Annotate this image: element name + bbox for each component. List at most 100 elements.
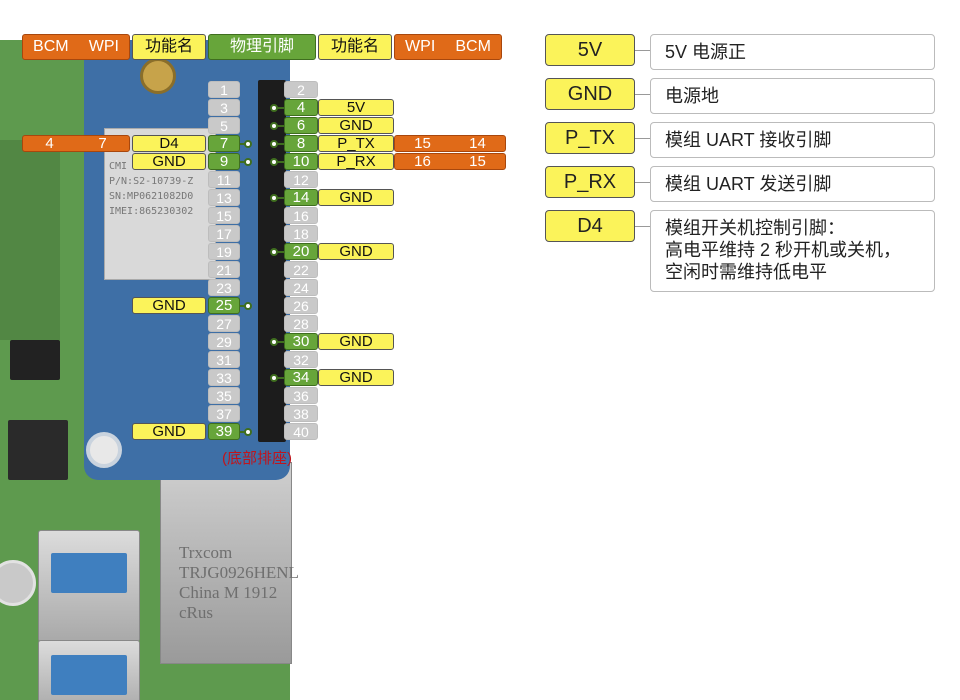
pin-connector-line: [276, 341, 284, 343]
legend-connector: [635, 226, 650, 227]
bcm-number: 14: [469, 134, 486, 152]
pin-dot: [244, 158, 252, 166]
header-bcm-wpi-left: BCM WPI: [22, 34, 130, 60]
bcm-number: 15: [469, 152, 486, 170]
pin-10-function: P_RX: [318, 153, 394, 170]
pin-11: 11: [208, 171, 240, 188]
legend-key-gnd: GND: [545, 78, 635, 110]
pin-33: 33: [208, 369, 240, 386]
legend-key-p-tx: P_TX: [545, 122, 635, 154]
pin-16: 16: [284, 207, 318, 224]
pin-12: 12: [284, 171, 318, 188]
header-wpi-bcm-right: WPI BCM: [394, 34, 502, 60]
pin-3: 3: [208, 99, 240, 116]
pin-40: 40: [284, 423, 318, 440]
header-func-right: 功能名: [318, 34, 392, 60]
pin-connector-line: [240, 143, 246, 145]
pin-35: 35: [208, 387, 240, 404]
bottom-connector-note: (底部排座): [222, 450, 292, 467]
pin-dot: [244, 302, 252, 310]
header-phys-pin: 物理引脚: [208, 34, 316, 60]
ethernet-port-image: Trxcom TRJG0926HENL China M 1912 cRus: [160, 462, 299, 664]
pin-25: 25: [208, 297, 240, 314]
pin-connector-line: [276, 143, 284, 145]
pin-13: 13: [208, 189, 240, 206]
pin-38: 38: [284, 405, 318, 422]
header-func-left: 功能名: [132, 34, 206, 60]
legend-key-5v: 5V: [545, 34, 635, 66]
header-bcm-label: BCM: [33, 38, 69, 55]
pin-14-function: GND: [318, 189, 394, 206]
legend-connector: [635, 182, 650, 183]
pin-10: 10: [284, 153, 318, 170]
pin-21: 21: [208, 261, 240, 278]
pin-36: 36: [284, 387, 318, 404]
antenna-connector-image: [140, 58, 176, 94]
board-shade: [0, 140, 60, 340]
pin-14: 14: [284, 189, 318, 206]
wpi-number: 7: [98, 134, 107, 152]
bcm-number: 4: [45, 134, 54, 152]
legend-connector: [635, 94, 650, 95]
pin-connector-line: [276, 107, 284, 109]
legend-connector: [635, 50, 650, 51]
pin-30: 30: [284, 333, 318, 350]
legend-description: 模组 UART 发送引脚: [650, 166, 935, 202]
pin-6: 6: [284, 117, 318, 134]
wpi-number: 15: [414, 134, 431, 152]
pin-37: 37: [208, 405, 240, 422]
pin-39: 39: [208, 423, 240, 440]
pin-32: 32: [284, 351, 318, 368]
usb-port-image: [38, 530, 140, 642]
pin-23: 23: [208, 279, 240, 296]
pin-18: 18: [284, 225, 318, 242]
pin-20-function: GND: [318, 243, 394, 260]
pin-9-function: GND: [132, 153, 206, 170]
pin-29: 29: [208, 333, 240, 350]
pin-25-function: GND: [132, 297, 206, 314]
pin-4: 4: [284, 99, 318, 116]
pin-8: 8: [284, 135, 318, 152]
board-chip: [10, 340, 60, 380]
pin-28: 28: [284, 315, 318, 332]
header-wpi-label: WPI: [405, 38, 436, 55]
pin-7-function: D4: [132, 135, 206, 152]
module-label-text: CMI P/N:S2-10739-Z SN:MP0621082D0 IMEI:8…: [109, 161, 194, 217]
pin-26: 26: [284, 297, 318, 314]
pin-6-function: GND: [318, 117, 394, 134]
pin-connector-line: [240, 431, 246, 433]
pin-39-function: GND: [132, 423, 206, 440]
pin-15: 15: [208, 207, 240, 224]
pin-1: 1: [208, 81, 240, 98]
header-bcm-label: BCM: [455, 38, 491, 55]
pin-connector-line: [276, 161, 284, 163]
pin-27: 27: [208, 315, 240, 332]
pin-7: 7: [208, 135, 240, 152]
legend-description: 模组 UART 接收引脚: [650, 122, 935, 158]
legend-key-p-rx: P_RX: [545, 166, 635, 198]
pin-8-function: P_TX: [318, 135, 394, 152]
pin-30-function: GND: [318, 333, 394, 350]
legend-description: 5V 电源正: [650, 34, 935, 70]
pin-17: 17: [208, 225, 240, 242]
pin-24: 24: [284, 279, 318, 296]
pin-9: 9: [208, 153, 240, 170]
pin-dot: [244, 140, 252, 148]
board-capacitor: [0, 560, 36, 606]
pin-connector-line: [240, 161, 246, 163]
pin-dot: [244, 428, 252, 436]
legend-connector: [635, 138, 650, 139]
pin-5: 5: [208, 117, 240, 134]
pin-20: 20: [284, 243, 318, 260]
ethernet-brand-text: Trxcom TRJG0926HENL China M 1912 cRus: [179, 543, 299, 622]
pin-19: 19: [208, 243, 240, 260]
header-wpi-label: WPI: [88, 38, 119, 55]
legend-key-d4: D4: [545, 210, 635, 242]
wpi-number: 16: [414, 152, 431, 170]
pin-22: 22: [284, 261, 318, 278]
pin-31: 31: [208, 351, 240, 368]
legend-description: 模组开关机控制引脚： 高电平维持 2 秒开机或关机， 空闲时需维持低电平: [650, 210, 935, 292]
